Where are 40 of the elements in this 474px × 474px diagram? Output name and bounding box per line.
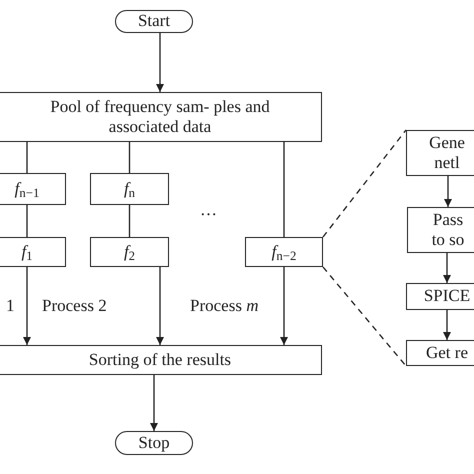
arrow — [150, 375, 158, 431]
process-box — [406, 340, 474, 366]
stop-terminal — [115, 431, 193, 455]
node-text: f$_{n−1}$ — [14, 178, 40, 200]
process-box — [245, 237, 323, 267]
process-label: 1 — [6, 296, 14, 316]
node-text: f$_{2}$ — [124, 242, 136, 262]
process-box — [90, 237, 169, 267]
process-box — [0, 173, 66, 205]
node-text: Get re — [426, 342, 468, 364]
node-text: f$_{n−2}$ — [272, 242, 296, 262]
arrow — [156, 267, 164, 345]
process-box — [406, 283, 474, 310]
process-label: Process 2 — [42, 296, 107, 316]
process-box — [0, 237, 66, 267]
dashed-line — [322, 266, 406, 366]
process-box — [407, 207, 474, 253]
node-text: f$_{1}$ — [21, 242, 33, 262]
arrow — [444, 176, 452, 207]
process-box — [90, 173, 169, 205]
arrow — [280, 267, 288, 345]
ellipsis-text: … — [200, 200, 217, 220]
node-text: Gene netl — [428, 132, 466, 174]
node-text: Sorting of the results — [88, 350, 232, 370]
process-box — [0, 92, 322, 142]
dashed-line — [322, 130, 407, 238]
process-box — [406, 130, 474, 176]
node-text: f$_{n}$ — [124, 178, 136, 200]
process-label: Process m — [190, 296, 258, 316]
node-text: Pass to so — [430, 210, 466, 250]
arrow — [23, 267, 31, 345]
node-text: SPICE — [424, 286, 470, 307]
node-text: Start — [138, 11, 170, 32]
node-text: Stop — [138, 432, 170, 454]
arrow — [443, 253, 451, 283]
process-box — [0, 345, 322, 375]
node-text: Pool of frequency sam- ples and associated data — [49, 96, 271, 138]
start-terminal — [115, 10, 193, 33]
arrow — [156, 33, 164, 92]
arrow — [443, 310, 451, 340]
